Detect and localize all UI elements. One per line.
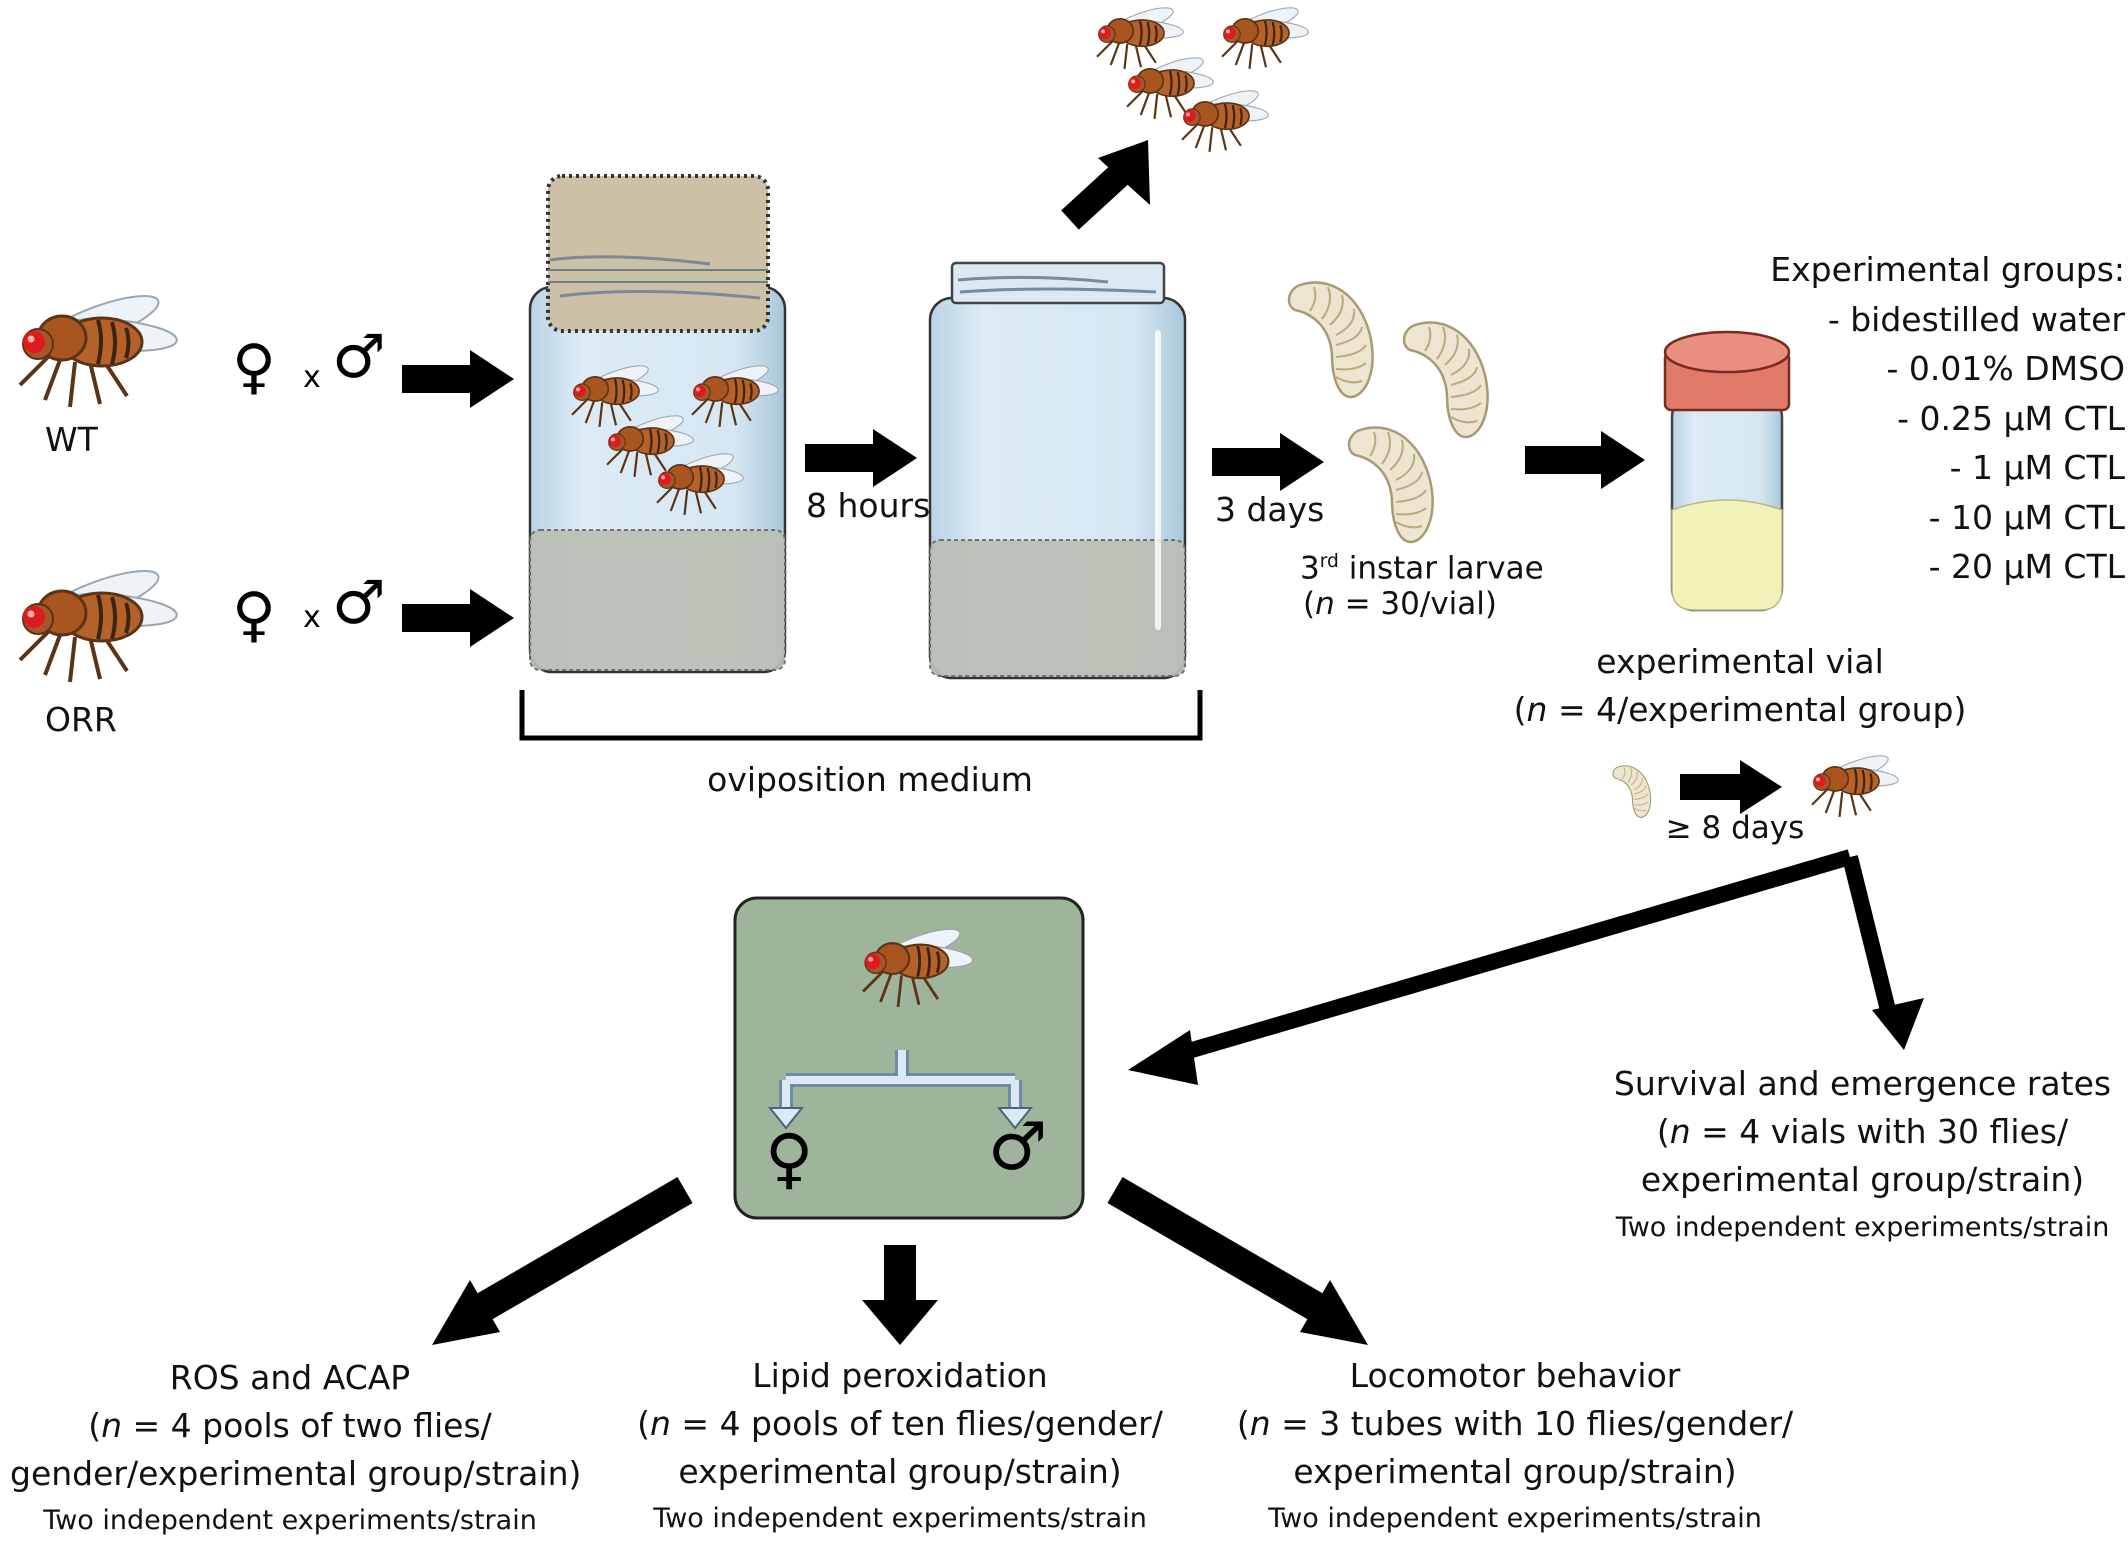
arrow-to-locomotor [1107,1177,1368,1345]
arrow-3-days [1212,433,1324,491]
oviposition-bracket [519,690,1203,741]
larvae-n-label: (n = 30/vial) [1302,586,1497,622]
locomotor-n: (n = 3 tubes with 10 flies/gender/ [1236,1404,1794,1443]
split-arrows [1128,849,1924,1085]
ros-n: (n = 4 pools of two flies/ [88,1406,492,1445]
lipid-note: Two independent experiments/strain [653,1503,1147,1534]
ros-note: Two independent experiments/strain [43,1505,537,1536]
label-8-days: ≥ 8 days [1665,810,1805,846]
group-item: - 10 µM CTL [1928,498,2125,537]
lipid-title: Lipid peroxidation [752,1356,1048,1395]
group-item: - 1 µM CTL [1949,448,2125,487]
arrow-to-emerged-flies [1061,140,1150,230]
lipid-line3: experimental group/strain) [678,1452,1122,1491]
wt-fly-icon [18,283,181,409]
cross-times: x [303,360,321,395]
arrow-to-ros [432,1177,693,1345]
male-symbol-icon: ♂ [988,1108,1048,1185]
larva-icon [1402,321,1489,439]
larvae-stage-label: 3rd instar larvae [1300,550,1544,587]
orr-label: ORR [45,700,117,739]
survival-title: Survival and emergence rates [1613,1064,2112,1103]
sex-separation-box [733,896,1085,1220]
label-8-hours: 8 hours [806,486,931,525]
survival-note: Two independent experiments/strain [1615,1212,2110,1243]
vial-n: (n = 4/experimental group) [1513,690,1967,729]
arrow-cross-wt [402,350,514,408]
locomotor-note: Two independent experiments/strain [1268,1503,1762,1534]
label-3-days: 3 days [1215,490,1325,529]
oviposition-medium-label: oviposition medium [707,760,1033,799]
male-symbol-icon: ♂ [332,322,386,392]
emerged-fly-icon [1220,1,1311,70]
group-item: - bidestilled water [1827,300,2125,339]
arrow-8-days [1680,760,1782,814]
group-item: - 0.01% DMSO [1886,349,2125,388]
survival-n: (n = 4 vials with 30 flies/ [1656,1112,2069,1151]
larva-icon [1287,281,1374,399]
cross-times: x [303,600,321,635]
locomotor-title: Locomotor behavior [1349,1356,1681,1395]
male-symbol-icon: ♂ [332,568,386,638]
group-item: - 20 µM CTL [1928,547,2125,586]
survival-line3: experimental group/strain) [1640,1160,2085,1199]
arrow-8-hours [805,429,917,487]
emerged-fly-icon [1095,1,1186,70]
wt-label: WT [45,420,98,459]
female-symbol-icon: ♀ [232,332,276,402]
vial-title: experimental vial [1596,642,1884,681]
experimental-vial [1663,330,1791,612]
orr-fly-icon [18,558,181,684]
ros-line3: gender/experimental group/strain) [10,1454,582,1493]
arrow-to-lipid [862,1245,938,1345]
lipid-n: (n = 4 pools of ten flies/gender/ [637,1404,1163,1443]
locomotor-line3: experimental group/strain) [1293,1452,1737,1491]
ros-title: ROS and ACAP [169,1358,411,1397]
female-symbol-icon: ♀ [765,1120,814,1197]
female-symbol-icon: ♀ [232,580,276,650]
oviposition-jar-2 [928,261,1187,680]
arrow-to-vial [1525,431,1645,489]
groups-title: Experimental groups: [1770,250,2125,289]
group-item: - 0.25 µM CTL [1897,399,2125,438]
larva-icon [1347,426,1434,544]
emerged-fly-icon [1180,84,1271,153]
arrow-cross-orr [402,589,514,647]
small-fly-icon [1810,749,1901,818]
